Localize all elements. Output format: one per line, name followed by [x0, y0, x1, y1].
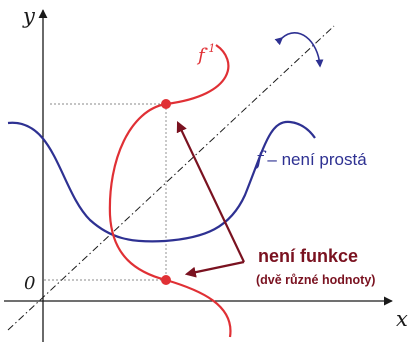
f-label: f– není prostá	[254, 146, 367, 170]
identity-line	[7, 25, 335, 331]
lower-point	[161, 275, 171, 285]
not-function-label: není funkce	[258, 246, 358, 266]
f-inverse-exponent: -1	[205, 42, 216, 55]
y-axis-label: y	[22, 4, 36, 28]
two-values-label: (dvě různé hodnoty)	[256, 273, 375, 287]
annotation-line-lower	[184, 260, 245, 278]
mirror-arrow	[274, 32, 324, 68]
upper-point	[161, 99, 171, 109]
f-description: – není prostá	[267, 150, 367, 169]
f-curve	[7, 120, 316, 243]
annotation-line	[176, 121, 245, 263]
f-letter: f	[254, 146, 267, 170]
f-inverse-label: f-1	[196, 42, 215, 66]
f-inverse-curve	[108, 44, 232, 338]
x-axis-label: x	[396, 307, 408, 331]
origin-label: 0	[24, 273, 35, 294]
